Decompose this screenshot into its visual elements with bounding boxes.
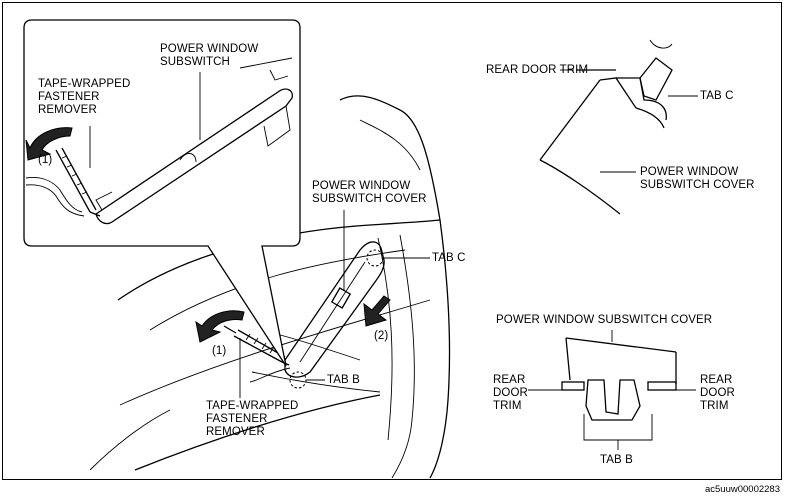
label-rear-door-trim-left: REAR DOOR TRIM — [493, 374, 528, 412]
label-step1-inset: (1) — [38, 154, 53, 166]
label-step2: (2) — [374, 330, 389, 342]
door-trim-drawing — [89, 95, 451, 479]
label-tab-c-top: TAB C — [700, 90, 734, 102]
label-pw-subswitch-inset: POWER WINDOW SUBSWITCH — [160, 43, 259, 68]
label-pw-subswitch-cover-bottom: POWER WINDOW SUBSWITCH COVER — [496, 314, 713, 326]
label-tab-b-main: TAB B — [327, 374, 360, 386]
label-tab-b-bottom: TAB B — [600, 454, 633, 466]
label-rear-door-trim-right: REAR DOOR TRIM — [700, 374, 735, 412]
tab-c-marker-main — [366, 249, 384, 267]
label-pw-subswitch-cover-top: POWER WINDOW SUBSWITCH COVER — [640, 166, 755, 191]
tab-c-detail — [539, 39, 698, 215]
arrow-1-main — [195, 310, 245, 343]
label-pw-subswitch-cover-main: POWER WINDOW SUBSWITCH COVER — [312, 180, 427, 205]
label-remover-inset: TAPE-WRAPPED FASTENER REMOVER — [38, 78, 131, 116]
label-step1-main: (1) — [212, 345, 227, 357]
inset-callout — [23, 19, 301, 367]
figure-code: ac5uuw00002283 — [704, 484, 780, 495]
figure-frame — [2, 2, 782, 480]
tab-b-cross-section — [528, 330, 696, 450]
subswitch-cover-outline — [249, 241, 385, 383]
label-rear-door-trim-top: REAR DOOR TRIM — [486, 64, 589, 76]
arrow-2 — [363, 295, 391, 327]
label-remover-main: TAPE-WRAPPED FASTENER REMOVER — [206, 400, 299, 438]
label-tab-c-main: TAB C — [432, 252, 466, 264]
